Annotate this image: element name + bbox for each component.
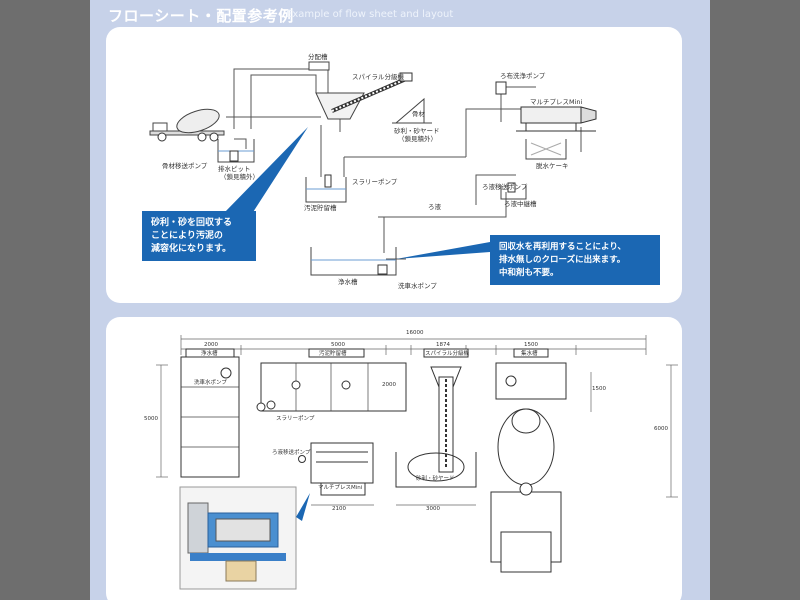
catalog-page: フローシート・配置参考例 Example of flow sheet and l… bbox=[90, 0, 710, 600]
multi-press-graphic bbox=[516, 106, 597, 132]
label-clean-water-tank: 浄水槽 bbox=[338, 278, 358, 286]
label-multi-press: マルチプレスMini bbox=[530, 98, 583, 106]
label-wastewater-pit-note: （鎖見積外） bbox=[220, 173, 259, 181]
layout-label-sludge-tank: 汚泥貯留槽 bbox=[319, 351, 347, 357]
label-aggregate: 骨材 bbox=[412, 110, 425, 118]
dim-total: 16000 bbox=[406, 330, 424, 336]
dim-2000-top: 2000 bbox=[204, 342, 218, 348]
dim-3000: 3000 bbox=[426, 506, 440, 512]
callout-left-line-1: 砂利・砂を回収する bbox=[151, 218, 233, 228]
callout-left-line-2: ことにより汚泥の bbox=[151, 231, 223, 241]
callout-sludge-reduction: 砂利・砂を回収する ことにより汚泥の 減容化になります。 bbox=[142, 211, 256, 261]
dim-1874: 1874 bbox=[436, 342, 450, 348]
label-filtrate: ろ液 bbox=[428, 203, 441, 211]
callout-right-line-3: 中和剤も不要。 bbox=[499, 268, 559, 278]
flow-sheet-panel: 分配槽 スパイラル分級機 骨材 砂利・砂ヤード （鎖見積外） 骨材移送ポンプ 排… bbox=[106, 27, 682, 303]
layout-label-spiral-classifier: スパイラル分級機 bbox=[425, 351, 470, 357]
label-spiral-classifier: スパイラル分級機 bbox=[352, 73, 404, 81]
label-filter-wash-pump: ろ布洗浄ポンプ bbox=[500, 72, 546, 80]
layout-label-slurry-pump: スラリーポンプ bbox=[276, 416, 315, 422]
callout-water-reuse: 回収水を再利用することにより、 排水無しのクローズに出来ます。 中和剤も不要。 bbox=[490, 235, 660, 285]
layout-label-multi-press: マルチプレスMini bbox=[318, 485, 363, 491]
label-sludge-tank: 汚泥貯留槽 bbox=[304, 204, 337, 212]
layout-label-gravel-sand-yard: 砂利・砂ヤード bbox=[416, 476, 455, 482]
dim-6000: 6000 bbox=[654, 426, 668, 432]
callout-left-line-3: 減容化になります。 bbox=[151, 244, 232, 254]
label-filtrate-tank: ろ液中継槽 bbox=[504, 200, 537, 208]
label-gravel-sand-yard-note: （鎖見積外） bbox=[398, 135, 437, 143]
label-gravel-sand-yard: 砂利・砂ヤード bbox=[394, 127, 440, 135]
spiral-classifier-graphic bbox=[315, 72, 413, 120]
flow-sheet-diagram bbox=[149, 61, 597, 276]
layout-panel: 16000 2000 5000 1874 1500 5000 2000 1500… bbox=[106, 317, 682, 600]
dim-5000-left: 5000 bbox=[144, 416, 158, 422]
layout-label-wash-tank: 集水槽 bbox=[521, 351, 538, 357]
mixer-truck-graphic bbox=[149, 108, 225, 142]
layout-label-wash-pump: 洗車水ポンプ bbox=[194, 380, 227, 386]
mixer-truck-top-view bbox=[490, 408, 562, 573]
callout-right-line-1: 回収水を再利用することにより、 bbox=[499, 242, 626, 252]
label-wash-water-pump: 洗車水ポンプ bbox=[398, 282, 437, 290]
dim-2000-mid: 2000 bbox=[382, 382, 396, 388]
label-dewatered-cake: 脱水ケーキ bbox=[536, 162, 569, 170]
layout-label-filtrate-pump: ろ液移送ポンプ bbox=[272, 450, 311, 456]
dim-2100: 2100 bbox=[332, 506, 346, 512]
label-distribution-tank: 分配槽 bbox=[308, 53, 328, 61]
callout-right-line-2: 排水無しのクローズに出来ます。 bbox=[499, 255, 626, 265]
label-aggregate-pump: 骨材移送ポンプ bbox=[162, 162, 208, 170]
label-slurry-pump: スラリーポンプ bbox=[352, 178, 398, 186]
label-filtrate-pump: ろ液移送ポンプ bbox=[482, 183, 528, 191]
page-title: フローシート・配置参考例 bbox=[108, 7, 294, 25]
label-wastewater-pit: 排水ピット bbox=[218, 165, 251, 173]
layout-label-clean-water-tank: 浄水槽 bbox=[201, 351, 218, 357]
layout-drawing bbox=[156, 335, 678, 590]
page-subtitle: Example of flow sheet and layout bbox=[286, 9, 454, 20]
dim-1500-right: 1500 bbox=[592, 386, 606, 392]
dim-1500: 1500 bbox=[524, 342, 538, 348]
dim-5000-top: 5000 bbox=[331, 342, 345, 348]
